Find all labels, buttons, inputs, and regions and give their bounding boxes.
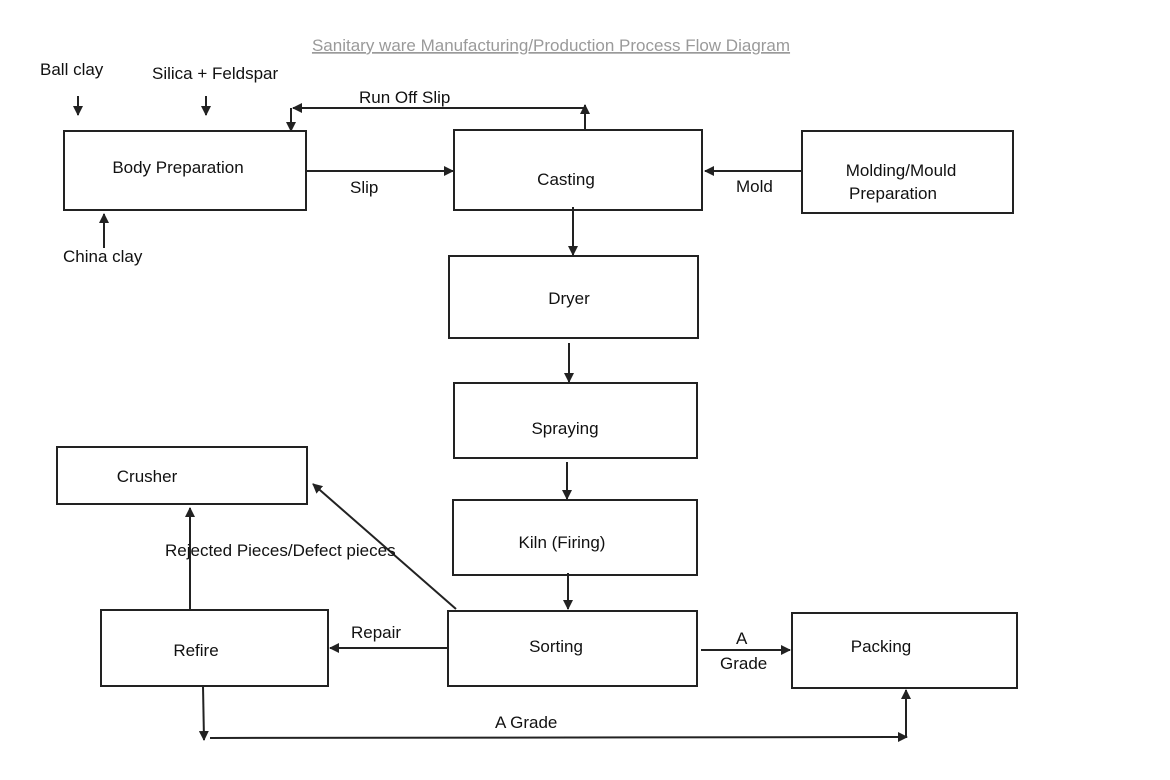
node-body-preparation: Body Preparation bbox=[63, 130, 307, 211]
node-sorting: Sorting bbox=[447, 610, 698, 687]
input-china-clay: China clay bbox=[63, 247, 143, 266]
node-refire: Refire bbox=[100, 609, 329, 687]
svg-text:Rejected Pieces/Defect pieces: Rejected Pieces/Defect pieces bbox=[165, 541, 396, 560]
input-silica-feldspar: Silica + Feldspar bbox=[152, 64, 278, 83]
svg-text:Sorting: Sorting bbox=[529, 637, 583, 656]
svg-text:Molding/Mould: Molding/Mould bbox=[846, 161, 957, 180]
svg-text:Repair: Repair bbox=[351, 623, 401, 642]
svg-text:Refire: Refire bbox=[173, 641, 218, 660]
svg-text:Kiln (Firing): Kiln (Firing) bbox=[519, 533, 606, 552]
svg-text:Grade: Grade bbox=[720, 654, 767, 673]
svg-text:Dryer: Dryer bbox=[548, 289, 590, 308]
svg-text:A Grade: A Grade bbox=[495, 713, 557, 732]
edge-repair: Repair bbox=[329, 623, 448, 653]
svg-text:Preparation: Preparation bbox=[849, 184, 937, 203]
edge-mold: Mold bbox=[704, 166, 802, 196]
edge-rejected: Rejected Pieces/Defect pieces bbox=[165, 483, 457, 610]
svg-text:Casting: Casting bbox=[537, 170, 595, 189]
svg-text:Mold: Mold bbox=[736, 177, 773, 196]
edge-slip: Slip bbox=[306, 166, 454, 197]
svg-text:Body Preparation: Body Preparation bbox=[112, 158, 243, 177]
edge-run-off-slip: Run Off Slip bbox=[286, 88, 590, 132]
node-crusher: Crusher bbox=[56, 446, 308, 505]
diagram-title: Sanitary ware Manufacturing/Production P… bbox=[312, 36, 790, 55]
node-spraying: Spraying bbox=[453, 382, 698, 459]
edge-refire-packing: A Grade bbox=[198, 685, 911, 743]
svg-text:A: A bbox=[736, 629, 748, 648]
node-packing: Packing bbox=[791, 612, 1018, 689]
node-kiln: Kiln (Firing) bbox=[452, 499, 698, 576]
edge-sorting-packing: A Grade bbox=[701, 629, 791, 673]
svg-text:Packing: Packing bbox=[851, 637, 911, 656]
node-dryer: Dryer bbox=[448, 255, 699, 339]
node-casting: Casting bbox=[453, 129, 703, 211]
svg-text:Slip: Slip bbox=[350, 178, 378, 197]
svg-text:Crusher: Crusher bbox=[117, 467, 178, 486]
node-molding-preparation: Molding/Mould Preparation bbox=[801, 130, 1014, 214]
svg-text:Spraying: Spraying bbox=[531, 419, 598, 438]
input-ball-clay: Ball clay bbox=[40, 60, 104, 79]
svg-text:Run Off Slip: Run Off Slip bbox=[359, 88, 450, 107]
